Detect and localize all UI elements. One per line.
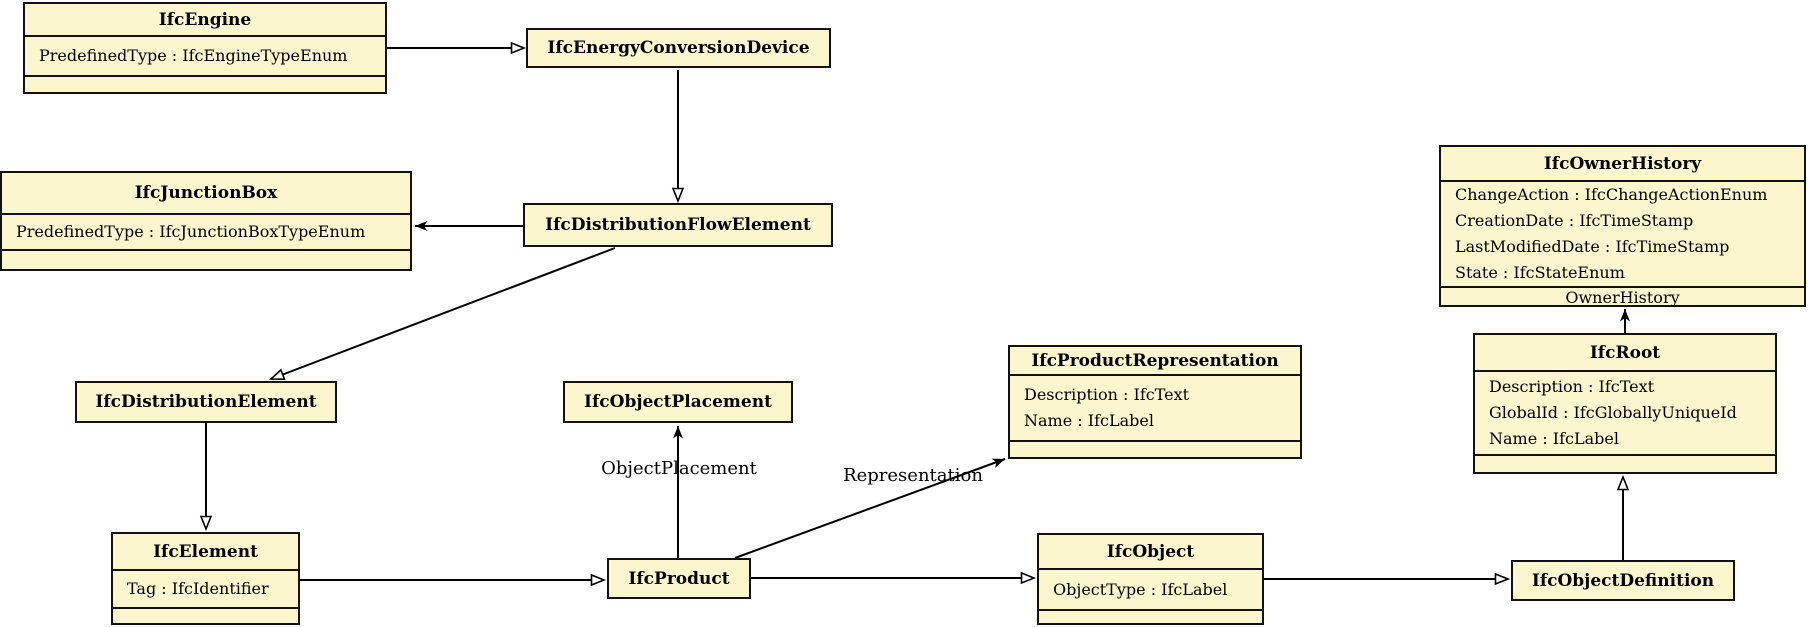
class-title: IfcJunctionBox [134,183,278,203]
attribute-line: Description : IfcText [1489,377,1655,396]
class-title: IfcDistributionElement [95,392,317,412]
class-operations-empty [1475,454,1775,472]
class-ifcjunctionbox[interactable]: IfcJunctionBox PredefinedType : IfcJunct… [0,171,412,271]
class-title: IfcProduct [628,568,730,589]
class-attributes: ChangeAction : IfcChangeActionEnum Creat… [1441,180,1804,286]
object-placement-edge-label: ObjectPlacement [601,458,757,479]
class-ifcdistributionelement[interactable]: IfcDistributionElement [75,381,337,423]
class-title: IfcDistributionFlowElement [545,215,811,235]
attribute-line: ObjectType : IfcLabel [1053,579,1228,599]
class-ifcproductrepresentation[interactable]: IfcProductRepresentation Description : I… [1008,345,1302,459]
class-attributes: Tag : IfcIdentifier [113,569,298,607]
class-ifcroot[interactable]: IfcRoot Description : IfcText GlobalId :… [1473,333,1777,474]
class-title: IfcObjectDefinition [1531,570,1715,591]
attribute-line: Tag : IfcIdentifier [127,579,269,598]
class-ifcobjectdefinition[interactable]: IfcObjectDefinition [1511,560,1735,601]
class-operations-empty [25,75,385,92]
attribute-line: CreationDate : IfcTimeStamp [1455,211,1694,230]
class-attributes: PredefinedType : IfcJunctionBoxTypeEnum [2,213,410,249]
attribute-line: State : IfcStateEnum [1455,263,1625,282]
class-ifcobject[interactable]: IfcObject ObjectType : IfcLabel [1037,533,1264,625]
class-title: IfcObjectPlacement [584,392,772,412]
class-attributes: Description : IfcText GlobalId : IfcGlob… [1475,370,1775,454]
attribute-line: ChangeAction : IfcChangeActionEnum [1455,185,1768,204]
class-attributes: ObjectType : IfcLabel [1039,568,1262,609]
class-ifcelement[interactable]: IfcElement Tag : IfcIdentifier [111,532,300,625]
class-ifcdistributionflowelement[interactable]: IfcDistributionFlowElement [523,203,833,247]
owner-history-role-label: OwnerHistory [1441,286,1804,307]
class-title: IfcObject [1106,541,1195,562]
attribute-line: Name : IfcLabel [1024,411,1154,430]
attribute-line: GlobalId : IfcGloballyUniqueId [1489,403,1737,422]
class-attributes: Description : IfcText Name : IfcLabel [1010,374,1300,440]
class-operations-empty [113,607,298,623]
class-title: IfcOwnerHistory [1543,153,1702,174]
class-operations-empty [1010,440,1300,457]
class-attributes: PredefinedType : IfcEngineTypeEnum [25,35,385,75]
attribute-line: PredefinedType : IfcEngineTypeEnum [39,46,348,65]
class-title: IfcEnergyConversionDevice [547,38,810,58]
class-ifcobjectplacement[interactable]: IfcObjectPlacement [563,381,793,423]
attribute-line: PredefinedType : IfcJunctionBoxTypeEnum [16,222,366,241]
class-operations-empty [2,249,410,269]
class-title: IfcRoot [1589,342,1661,363]
attribute-line: LastModifiedDate : IfcTimeStamp [1455,237,1730,256]
class-title: IfcEngine [158,9,252,30]
class-ifcproduct[interactable]: IfcProduct [607,558,751,599]
class-title: IfcProductRepresentation [1031,350,1279,371]
representation-edge-label: Representation [843,465,983,486]
class-operations-empty [1039,609,1262,623]
class-ifcengine[interactable]: IfcEngine PredefinedType : IfcEngineType… [23,2,387,94]
class-ifcownerhistory[interactable]: IfcOwnerHistory ChangeAction : IfcChange… [1439,145,1806,307]
attribute-line: Description : IfcText [1024,385,1190,404]
class-title: IfcElement [153,541,258,562]
class-ifcenergyconversiondevice[interactable]: IfcEnergyConversionDevice [526,28,831,68]
attribute-line: Name : IfcLabel [1489,429,1619,448]
